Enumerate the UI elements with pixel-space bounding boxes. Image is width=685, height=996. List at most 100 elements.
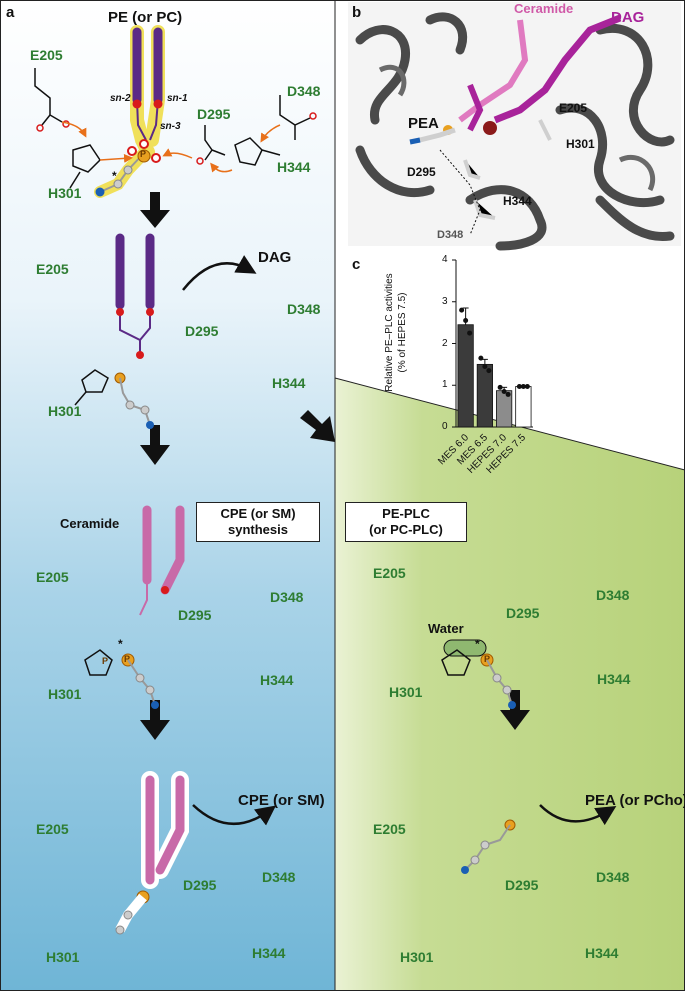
chart-ytick-label: 4: [442, 254, 448, 265]
e205-label-3: E205: [36, 569, 69, 585]
b-h301-label: H301: [566, 137, 595, 151]
p-atom-4: P: [484, 654, 491, 664]
d348-label-4: D348: [596, 587, 630, 603]
h344-label-4: H344: [597, 671, 631, 687]
d295-label-6: D295: [505, 877, 539, 893]
pe-plc-line2: (or PC-PLC): [369, 522, 443, 537]
h301-ring: [72, 144, 101, 173]
h344-label-1: H344: [277, 159, 311, 175]
d348-label-1: D348: [287, 83, 321, 99]
h301-label-4: H301: [389, 684, 423, 700]
chart-point: [497, 384, 503, 390]
chart-point: [501, 389, 507, 395]
pe-enzyme-intermediate: [74, 369, 154, 429]
dag-label: DAG: [258, 249, 292, 266]
p-atom-2: P: [102, 656, 109, 666]
chart-point: [520, 384, 526, 390]
h301-label-2: H301: [48, 403, 82, 419]
water-label: Water: [428, 621, 464, 636]
d295-label-5: D295: [183, 877, 217, 893]
b-d348-label: D348: [437, 229, 464, 241]
panel-label-b: b: [352, 4, 362, 21]
star-2: *: [118, 637, 123, 651]
d295-structure: [204, 125, 226, 161]
d348-label-6: D348: [596, 869, 630, 885]
plc-intermediate: [441, 639, 516, 709]
h301-label-5: H301: [46, 949, 80, 965]
pea-release-arrow: [539, 804, 617, 826]
chart-point: [482, 363, 488, 369]
d295-label-2: D295: [185, 323, 219, 339]
sn2-label: sn-2: [110, 93, 131, 104]
chart-point: [459, 307, 465, 313]
panel-label-c: c: [352, 256, 361, 273]
synthesis-background: [0, 0, 335, 991]
e205-label-2: E205: [36, 261, 69, 277]
cpe-release-arrow: [192, 804, 277, 826]
h301-label-3: H301: [48, 686, 82, 702]
panel-label-a: a: [6, 4, 15, 21]
chart-ytick-label: 2: [442, 337, 448, 349]
b-dag-label: DAG: [611, 9, 645, 26]
e205-label-6: E205: [373, 821, 406, 837]
pe-label: PE (or PC): [108, 9, 183, 26]
h301-label-6: H301: [400, 949, 434, 965]
b-pea-label: PEA: [408, 115, 439, 132]
chart-ylabel: Relative PE–PLC activities (% of HEPES 7…: [384, 273, 408, 392]
dag-release-arrow: [182, 255, 257, 291]
chart-ytick-label: 3: [442, 295, 448, 307]
h344-ring: [234, 137, 263, 166]
chart-point: [516, 384, 522, 390]
d295-label-4: D295: [506, 605, 540, 621]
ceramide-lipid: [139, 505, 185, 616]
b-d295-label: D295: [407, 165, 436, 179]
e205-structure: [34, 68, 63, 123]
cpe-sm-label: CPE (or SM): [238, 792, 325, 809]
chart-point: [467, 330, 473, 336]
h344-label-5: H344: [252, 945, 286, 961]
p-atom-3: P: [124, 654, 131, 664]
chart-bar: [476, 363, 493, 428]
d348-label-3: D348: [270, 589, 304, 605]
cpe-intermediate: [84, 649, 159, 709]
pe-plc-box: PE-PLC (or PC-PLC): [345, 502, 467, 542]
b-h344-label: H344: [503, 194, 532, 208]
e205-label-4: E205: [373, 565, 406, 581]
b-e205-label: E205: [559, 101, 588, 115]
sn1-label: sn-1: [167, 93, 188, 104]
h301-label-1: H301: [48, 185, 82, 201]
pe-molecule: [94, 25, 165, 198]
d295-label-1: D295: [197, 106, 231, 122]
chart-point: [478, 355, 484, 361]
cpe-product: [115, 771, 189, 935]
chart-ytick-label: 0: [442, 421, 448, 432]
d348-label-2: D348: [287, 301, 321, 317]
structure-image: [348, 2, 681, 251]
sn3-label: sn-3: [160, 121, 181, 132]
b-ceramide-label: Ceramide: [514, 1, 574, 16]
chart-point: [524, 384, 530, 390]
chart-bar: [457, 324, 474, 428]
cpe-synthesis-line1: CPE (or SM): [220, 506, 296, 521]
chart-bar: [515, 386, 532, 428]
pea-product: [461, 819, 516, 874]
star-3: *: [475, 637, 480, 651]
chart-point: [463, 318, 469, 324]
dag-lipid: [115, 233, 155, 359]
e205-label-5: E205: [36, 821, 69, 837]
star-1: *: [112, 169, 117, 183]
chart-point: [486, 368, 492, 374]
bar-chart: [452, 259, 533, 428]
d295-label-3: D295: [178, 607, 212, 623]
pe-plc-line1: PE-PLC: [382, 506, 430, 521]
d348-structure: [279, 95, 311, 140]
ceramide-label: Ceramide: [60, 516, 120, 531]
plc-background: [335, 378, 685, 991]
e205-label-1: E205: [30, 47, 63, 63]
d348-label-5: D348: [262, 869, 296, 885]
pea-pcho-label: PEA (or PCho): [585, 792, 685, 809]
cpe-synthesis-box: CPE (or SM) synthesis: [196, 502, 320, 542]
chart-point: [505, 391, 511, 397]
